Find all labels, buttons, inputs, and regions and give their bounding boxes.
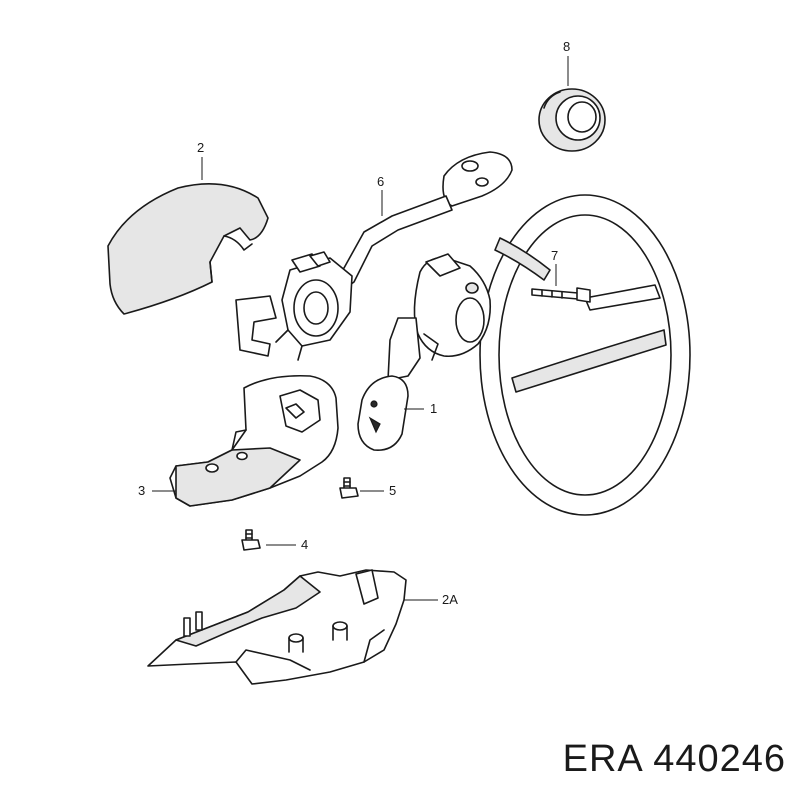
part-5-screw (339, 477, 359, 499)
callout-3: 3 (138, 483, 145, 498)
watermark-part-number: ERA 440246 (562, 738, 786, 780)
callout-6: 6 (377, 174, 384, 189)
part-2-upper-shroud (107, 183, 269, 315)
part-4-screw (241, 529, 261, 551)
part-3-lower-shroud (169, 374, 339, 507)
callout-2: 2 (197, 140, 204, 155)
callout-1: 1 (430, 401, 437, 416)
part-8-ring (538, 88, 606, 152)
part-6-combination-switch (235, 151, 513, 361)
part-7-bolt (531, 287, 591, 303)
callout-7: 7 (551, 248, 558, 263)
callout-5: 5 (389, 483, 396, 498)
part-2a-lower-cover (147, 569, 407, 685)
callout-2a: 2A (442, 592, 458, 607)
callout-8: 8 (563, 39, 570, 54)
callout-4: 4 (301, 537, 308, 552)
part-1-wiper-switch (357, 253, 492, 451)
steering-wheel (479, 194, 691, 516)
